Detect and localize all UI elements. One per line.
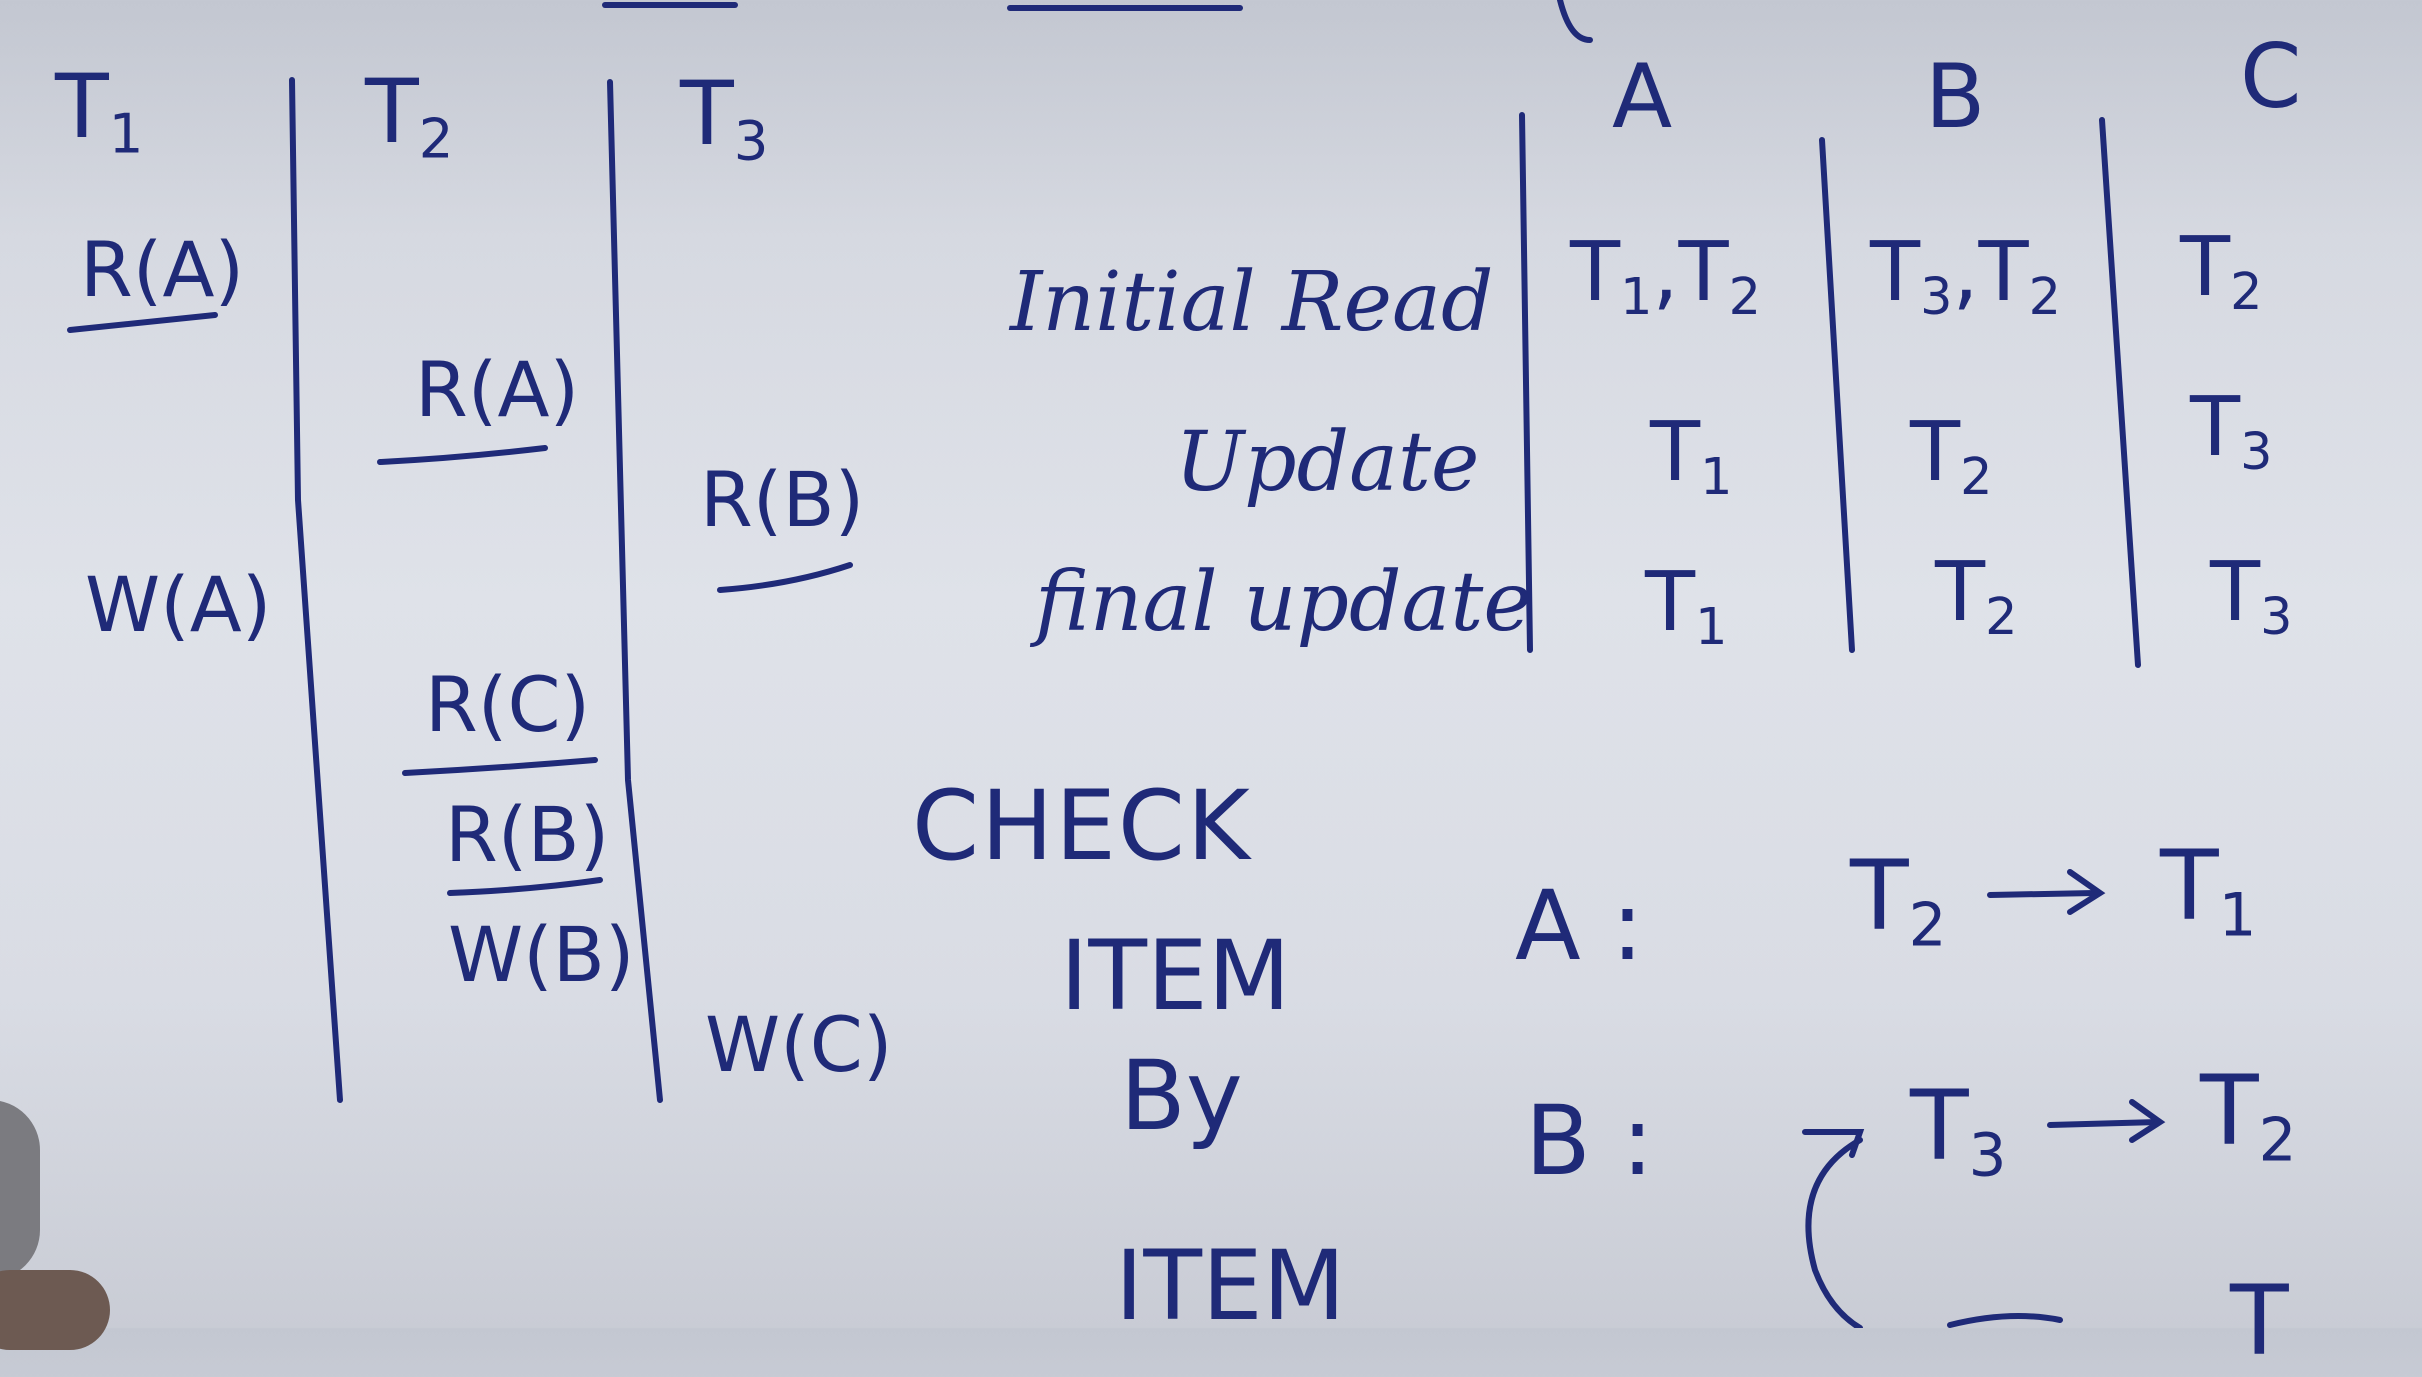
cycle-curve: [1805, 1137, 1863, 1328]
column-divider-t1-t2: [289, 77, 343, 1103]
item-word-1: ITEM: [1060, 920, 1291, 1032]
dep-a-label: A :: [1515, 870, 1644, 982]
table-col-b: B: [1925, 45, 1986, 148]
cycle-hook: [1802, 1129, 1865, 1158]
t2-header: T2: [365, 60, 453, 170]
dep-a-to-sub: 1: [2218, 881, 2257, 951]
cell-sub: 2: [1960, 447, 1993, 507]
check-word: CHECK: [912, 770, 1252, 882]
table-col-a: A: [1612, 45, 1673, 148]
table-divider-2: [1819, 137, 1855, 653]
hand-thumb: [0, 1100, 40, 1280]
t3-op-write-c: W(C): [705, 1000, 893, 1089]
cell-initial-read-a: T1,T2: [1570, 225, 1761, 327]
row-label-update: Update: [1175, 415, 1480, 510]
t1-header-letter: T: [55, 55, 109, 158]
cell-sub: 1: [1620, 267, 1653, 327]
t3-header-letter: T: [680, 62, 734, 165]
t3-header: T3: [680, 62, 768, 172]
dep-a-from: T2: [1850, 840, 1947, 961]
cell-sub: 3: [2260, 587, 2293, 647]
t1-header: T1: [55, 55, 143, 165]
cell-sub: 2: [1985, 587, 2018, 647]
by-word: By: [1120, 1040, 1243, 1152]
cell-sub: 1: [1700, 447, 1733, 507]
t1-header-sub: 1: [108, 101, 144, 166]
cell-initial-read-b: T3,T2: [1870, 225, 2061, 327]
ra-t2-underline: [377, 445, 548, 465]
top-stroke-3: [1557, 0, 1593, 43]
rc-t2-underline: [402, 757, 598, 776]
row-label-final-update: final update: [1035, 555, 1532, 650]
cell-update-b: T2: [1910, 405, 1993, 507]
table-divider-3: [2099, 117, 2141, 668]
cell-sub: 2: [2230, 262, 2263, 322]
cell-final-update-a: T1: [1645, 555, 1728, 657]
t2-op-write-b: W(B): [448, 910, 635, 999]
cell-final-update-c: T3: [2210, 545, 2293, 647]
t2-header-sub: 2: [418, 106, 454, 171]
t1-op-write-a: W(A): [85, 560, 272, 649]
dep-a-to: T1: [2160, 830, 2257, 951]
column-divider-t2-t3: [607, 79, 663, 1103]
cell-sub: 3: [1920, 267, 1953, 327]
dep-b-to: T2: [2200, 1055, 2297, 1176]
cell-sub: 2: [2028, 267, 2061, 327]
arrow-b-line: [2047, 1119, 2161, 1128]
cell-sub: 2: [1728, 267, 1761, 327]
t2-op-read-a: R(A): [415, 345, 580, 434]
table-divider-1: [1519, 112, 1533, 653]
bottom-stroke: [1947, 1313, 2063, 1328]
t1-op-read-a: R(A): [80, 225, 245, 314]
dep-b-to-sub: 2: [2258, 1106, 2297, 1176]
cell-update-a: T1: [1650, 405, 1733, 507]
arrow-a-line: [1987, 890, 2098, 898]
row-label-initial-read: Initial Read: [1010, 255, 1494, 350]
dep-a-from-sub: 2: [1908, 891, 1947, 961]
item-word-2: ITEM: [1115, 1230, 1346, 1342]
t2-op-read-c: R(C): [425, 660, 591, 749]
dep-b-from-sub: 3: [1968, 1121, 2007, 1191]
table-col-c: C: [2240, 25, 2302, 128]
hand-finger: [0, 1270, 110, 1350]
t3-op-read-b: R(B): [700, 455, 865, 544]
ra-t1-underline: [67, 312, 218, 333]
arrow-a-head: [2067, 869, 2106, 915]
rb-t2-underline: [447, 877, 603, 896]
arrow-b-head: [2129, 1099, 2166, 1143]
t2-op-read-b: R(B): [445, 790, 610, 879]
t3-header-sub: 3: [733, 108, 769, 173]
dep-b-label: B :: [1525, 1085, 1654, 1197]
partial-t-bottom: T: [2230, 1265, 2289, 1377]
dep-b-from: T3: [1910, 1070, 2007, 1191]
cell-initial-read-c: T2: [2180, 220, 2263, 322]
cell-final-update-b: T2: [1935, 545, 2018, 647]
rb-t3-underline: [717, 562, 853, 593]
cell-sub: 1: [1695, 597, 1728, 657]
cell-update-c: T3: [2190, 380, 2273, 482]
cell-sub: 3: [2240, 422, 2273, 482]
t2-header-letter: T: [365, 60, 419, 163]
ink-strokes: [67, 0, 2166, 1328]
